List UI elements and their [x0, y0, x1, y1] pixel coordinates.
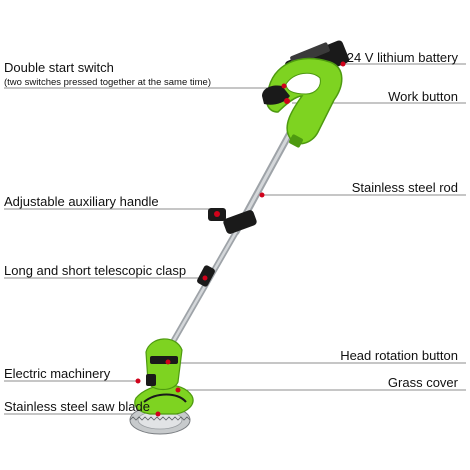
label-double-start-switch-note: (two switches pressed together at the sa…	[4, 77, 211, 88]
label-telescopic-clasp: Long and short telescopic clasp	[4, 263, 187, 278]
label-steel-rod: Stainless steel rod	[351, 180, 458, 195]
telescopic-clasp	[197, 265, 215, 287]
battery-marker	[340, 61, 346, 67]
label-electric-machinery: Electric machinery	[4, 366, 111, 381]
label-aux-handle: Adjustable auxiliary handle	[4, 194, 159, 209]
label-work-button: Work button	[388, 89, 458, 104]
label-double-start-switch: Double start switch	[4, 60, 114, 75]
handle-unit	[262, 40, 350, 148]
steel-rod-marker	[259, 192, 265, 198]
label-saw-blade: Stainless steel saw blade	[4, 399, 150, 414]
trimmer-head	[129, 338, 194, 435]
label-head-rotation-button: Head rotation button	[340, 348, 458, 363]
aux-handle	[208, 208, 257, 234]
label-grass-cover: Grass cover	[387, 375, 458, 390]
label-battery: 24 V lithium battery	[346, 50, 458, 65]
